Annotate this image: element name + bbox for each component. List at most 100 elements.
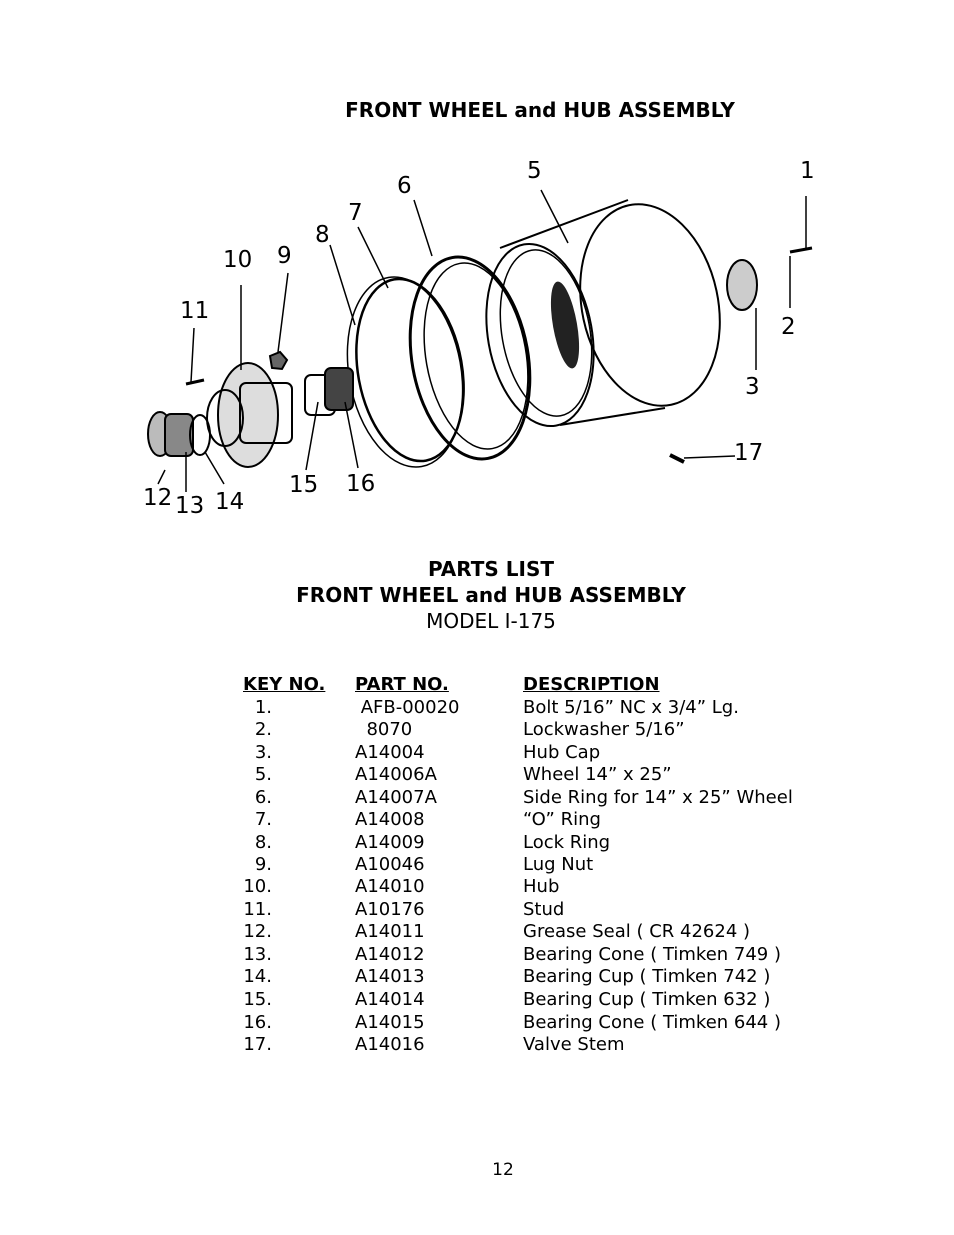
description: Bearing Cone ( Timken 644 ) xyxy=(523,1012,782,1033)
part-no: A14012 xyxy=(355,944,425,965)
key-no: 14. xyxy=(243,966,272,987)
callout-15: 15 xyxy=(289,472,318,498)
callout-14: 14 xyxy=(215,489,244,515)
key-no: 10. xyxy=(243,876,272,897)
description: Bolt 5/16” NC x 3/4” Lg. xyxy=(523,697,739,718)
callout-6: 6 xyxy=(397,173,412,199)
table-row: 14. A14013 Bearing Cup ( Timken 742 ) xyxy=(0,966,954,988)
description: Lock Ring xyxy=(523,832,611,853)
key-no: 9. xyxy=(254,854,272,875)
part-no: A10176 xyxy=(355,899,425,920)
key-no: 7. xyxy=(254,809,272,830)
description: Hub xyxy=(523,876,560,897)
callout-17: 17 xyxy=(734,440,763,466)
wheel-rim-outer xyxy=(579,203,721,407)
description: Bearing Cup ( Timken 632 ) xyxy=(523,989,771,1010)
key-no: 13. xyxy=(243,944,272,965)
description: Bearing Cone ( Timken 749 ) xyxy=(523,944,782,965)
description: Valve Stem xyxy=(523,1034,625,1055)
table-row: 15. A14014 Bearing Cup ( Timken 632 ) xyxy=(0,989,954,1011)
lug-nut xyxy=(268,350,289,371)
callout-2: 2 xyxy=(781,314,796,340)
side-ring xyxy=(408,255,532,461)
callout-11: 11 xyxy=(180,298,209,324)
model-label: MODEL I-175 xyxy=(426,609,556,633)
table-row: 1. AFB-00020 Bolt 5/16” NC x 3/4” Lg. xyxy=(0,697,954,719)
part-no: A10046 xyxy=(355,854,425,875)
part-no: A14006A xyxy=(355,764,437,785)
table-row: 17. A14016 Valve Stem xyxy=(0,1034,954,1056)
page-title: FRONT WHEEL and HUB ASSEMBLY xyxy=(345,98,735,122)
column-description: DESCRIPTION xyxy=(523,674,660,695)
callout-3: 3 xyxy=(745,374,760,400)
callout-16: 16 xyxy=(346,471,375,497)
callout-12: 12 xyxy=(143,485,172,511)
key-no: 5. xyxy=(254,764,272,785)
table-row: 3. A14004 Hub Cap xyxy=(0,742,954,764)
part-no: A14007A xyxy=(355,787,437,808)
parts-list-subheading: FRONT WHEEL and HUB ASSEMBLY xyxy=(296,583,686,607)
part-no: A14010 xyxy=(355,876,425,897)
table-row: 10. A14010 Hub xyxy=(0,876,954,898)
part-no: A14014 xyxy=(355,989,425,1010)
table-row: 13. A14012 Bearing Cone ( Timken 749 ) xyxy=(0,944,954,966)
part-no: A14011 xyxy=(355,921,425,942)
description: Hub Cap xyxy=(523,742,601,763)
part-no: A14013 xyxy=(355,966,425,987)
key-no: 6. xyxy=(254,787,272,808)
callout-7: 7 xyxy=(348,200,363,226)
bearing-cone-16 xyxy=(324,367,354,411)
part-no: A14016 xyxy=(355,1034,425,1055)
part-no: A14008 xyxy=(355,809,425,830)
table-row: 2. 8070 Lockwasher 5/16” xyxy=(0,719,954,741)
callout-10: 10 xyxy=(223,247,252,273)
wheel-barrel-front xyxy=(485,242,595,428)
table-row: 6. A14007A Side Ring for 14” x 25” Wheel xyxy=(0,787,954,809)
key-no: 11. xyxy=(243,899,272,920)
description: Wheel 14” x 25” xyxy=(523,764,672,785)
bolt xyxy=(789,246,813,254)
description: Lockwasher 5/16” xyxy=(523,719,685,740)
table-row: 8. A14009 Lock Ring xyxy=(0,832,954,854)
table-row: 12. A14011 Grease Seal ( CR 42624 ) xyxy=(0,921,954,943)
key-no: 15. xyxy=(243,989,272,1010)
hub-cap xyxy=(726,259,758,311)
part-no: A14009 xyxy=(355,832,425,853)
column-key: KEY NO. xyxy=(243,674,326,695)
part-no: AFB-00020 xyxy=(355,697,460,718)
callout-1: 1 xyxy=(800,158,815,184)
key-no: 12. xyxy=(243,921,272,942)
callout-8: 8 xyxy=(315,222,330,248)
description: Lug Nut xyxy=(523,854,594,875)
callout-13: 13 xyxy=(175,493,204,519)
exploded-diagram: 1 2 3 5 6 7 8 9 10 11 12 13 14 15 16 17 xyxy=(143,158,815,519)
callout-9: 9 xyxy=(277,243,292,269)
key-no: 16. xyxy=(243,1012,272,1033)
table-row: 5. A14006A Wheel 14” x 25” xyxy=(0,764,954,786)
o-ring xyxy=(355,277,465,463)
part-no: A14015 xyxy=(355,1012,425,1033)
key-no: 2. xyxy=(254,719,272,740)
description: Side Ring for 14” x 25” Wheel xyxy=(523,787,793,808)
description: Bearing Cup ( Timken 742 ) xyxy=(523,966,771,987)
callout-5: 5 xyxy=(527,158,542,184)
page-number: 12 xyxy=(492,1160,514,1180)
hub-flange xyxy=(217,362,279,468)
key-no: 17. xyxy=(243,1034,272,1055)
description: “O” Ring xyxy=(523,809,601,830)
lock-ring xyxy=(346,276,464,468)
table-row: 7. A14008 “O” Ring xyxy=(0,809,954,831)
description: Grease Seal ( CR 42624 ) xyxy=(523,921,751,942)
table-row: 16. A14015 Bearing Cone ( Timken 644 ) xyxy=(0,1012,954,1034)
part-no: 8070 xyxy=(355,719,413,740)
parts-list-heading: PARTS LIST xyxy=(427,557,555,581)
table-row: 11. A10176 Stud xyxy=(0,899,954,921)
part-no: A14004 xyxy=(355,742,425,763)
stud xyxy=(185,378,205,386)
key-no: 1. xyxy=(254,697,272,718)
key-no: 8. xyxy=(254,832,272,853)
column-part: PART NO. xyxy=(355,674,449,695)
key-no: 3. xyxy=(254,742,272,763)
valve-stem xyxy=(669,453,685,464)
description: Stud xyxy=(523,899,565,920)
